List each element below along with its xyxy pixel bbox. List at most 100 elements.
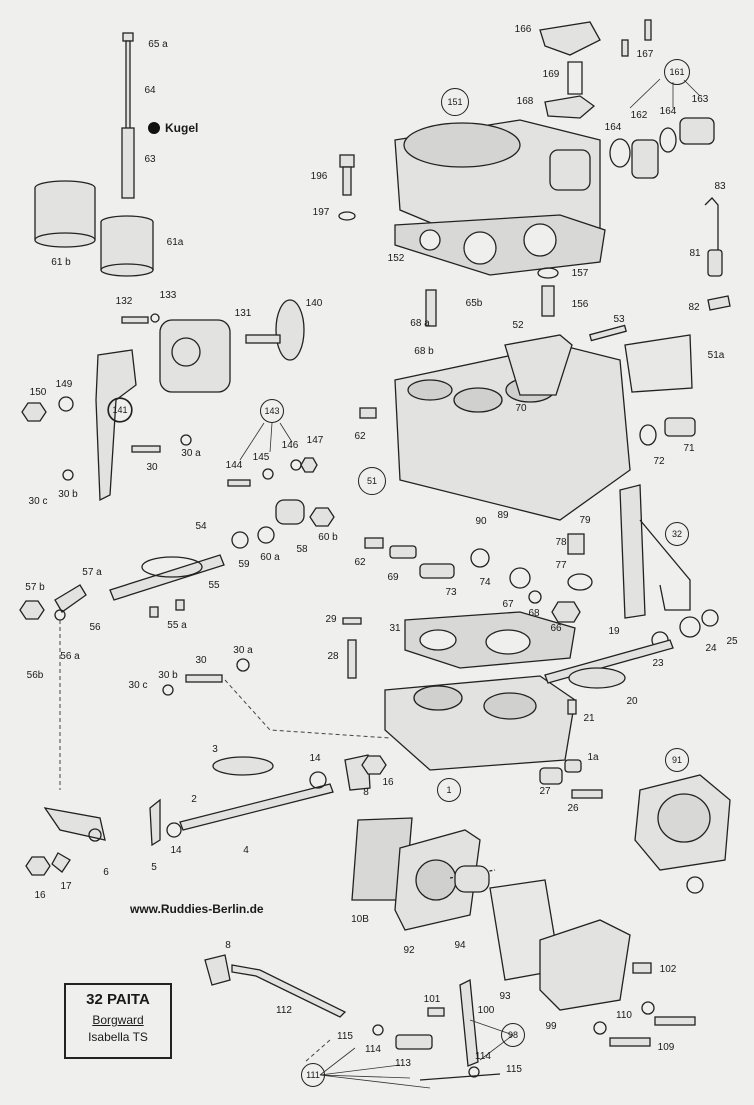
part-label: 51a: [707, 350, 725, 361]
ball-icon: [148, 122, 160, 134]
part-label: 72: [653, 456, 665, 467]
part-label: 140: [305, 298, 323, 309]
part-label: 19: [608, 626, 620, 637]
part-label: 83: [714, 181, 726, 192]
part-label: 3: [212, 744, 218, 755]
part-label: 10B: [351, 914, 369, 925]
callout-1: 1: [437, 778, 461, 802]
part-label: 169: [542, 69, 560, 80]
part-label: 144: [225, 460, 243, 471]
part-label: 62: [354, 431, 366, 442]
part-label: 57 b: [25, 582, 45, 593]
callout-51: 51: [358, 467, 386, 495]
part-float-52: [504, 334, 573, 396]
part-pump-32: [619, 484, 646, 619]
part-label: 68 b: [414, 346, 434, 357]
part-label: 6: [103, 867, 109, 878]
part-label: 168: [516, 96, 534, 107]
part-label: 52: [512, 320, 524, 331]
part-spring-94: [454, 865, 490, 893]
part-label: 77: [555, 560, 567, 571]
part-shaft-2: [179, 783, 334, 831]
callout-151: 151: [441, 88, 469, 116]
part-label: 60 a: [260, 552, 280, 563]
part-label: 109: [657, 1042, 675, 1053]
part-label: 8: [363, 787, 369, 798]
part-label: 164: [659, 106, 677, 117]
part-label: 1a: [587, 752, 599, 763]
kugel-label: Kugel: [165, 121, 199, 135]
part-label: 29: [325, 614, 337, 625]
callout-141: 141: [108, 398, 132, 422]
callout-32: 32: [665, 522, 689, 546]
part-label: 56: [89, 622, 101, 633]
part-label: 61a: [166, 237, 184, 248]
part-label: 110: [616, 1010, 632, 1021]
part-label: 167: [636, 49, 654, 60]
part-label: 82: [688, 302, 700, 313]
part-screw-65a: [122, 32, 134, 42]
part-label: 55: [208, 580, 220, 591]
callout-143: 143: [260, 399, 284, 423]
part-label: 100: [477, 1005, 495, 1016]
part-label: 90: [475, 516, 487, 527]
part-throttle-plate-3: [212, 756, 274, 776]
part-label: 2: [191, 794, 197, 805]
part-label: 23: [652, 658, 664, 669]
part-label: 115: [506, 1064, 522, 1075]
part-label: 81: [689, 248, 701, 259]
part-label: 58: [296, 544, 308, 555]
part-nut-150: [21, 402, 47, 422]
part-label: 78: [555, 537, 567, 548]
part-label: 68 a: [410, 318, 430, 329]
part-label: 30 c: [128, 680, 148, 691]
part-rod-112: [231, 964, 347, 1018]
part-label: 17: [60, 881, 72, 892]
callout-91: 91: [665, 748, 689, 772]
part-label: 20: [626, 696, 638, 707]
part-label: 70: [515, 403, 527, 414]
part-label: 25: [726, 636, 738, 647]
part-label: 30: [146, 462, 158, 473]
part-label: 5: [151, 862, 157, 873]
part-label: 79: [579, 515, 591, 526]
part-label: 113: [395, 1058, 411, 1069]
part-label: 162: [630, 110, 648, 121]
part-label: 66: [550, 623, 562, 634]
part-label: 65b: [465, 298, 483, 309]
part-label: 146: [281, 440, 299, 451]
part-label: 145: [252, 452, 270, 463]
part-label: 114: [475, 1051, 491, 1062]
part-label: 60 b: [318, 532, 338, 543]
part-label: 24: [705, 643, 717, 654]
part-label: 93: [499, 991, 511, 1002]
part-label: 157: [571, 268, 589, 279]
part-label: 63: [144, 154, 156, 165]
kugel-note: Kugel: [148, 121, 198, 135]
part-label: 94: [454, 940, 466, 951]
part-label: 56b: [26, 670, 44, 681]
part-label: 99: [545, 1021, 557, 1032]
callout-111: 111: [301, 1063, 325, 1087]
website-watermark: www.Ruddies-Berlin.de: [130, 902, 264, 916]
part-label: 133: [159, 290, 177, 301]
part-lever-141: [95, 349, 137, 502]
part-label: 197: [312, 207, 330, 218]
part-label: 30 c: [28, 496, 48, 507]
part-label: 71: [683, 443, 695, 454]
part-label: 30 b: [58, 489, 78, 500]
part-label: 112: [276, 1005, 292, 1016]
part-label: 16: [382, 777, 394, 788]
part-diaphragm-140: [275, 299, 305, 361]
part-label: 114: [365, 1044, 381, 1055]
part-label: 62: [354, 557, 366, 568]
part-base-1: [384, 675, 576, 771]
part-label: 54: [195, 521, 207, 532]
part-label: 31: [389, 623, 401, 634]
part-label: 57 a: [82, 567, 102, 578]
part-pump-cover: [539, 919, 631, 1011]
part-label: 149: [55, 379, 73, 390]
part-label: 152: [387, 253, 405, 264]
part-label: 74: [479, 577, 491, 588]
part-label: 92: [403, 945, 415, 956]
